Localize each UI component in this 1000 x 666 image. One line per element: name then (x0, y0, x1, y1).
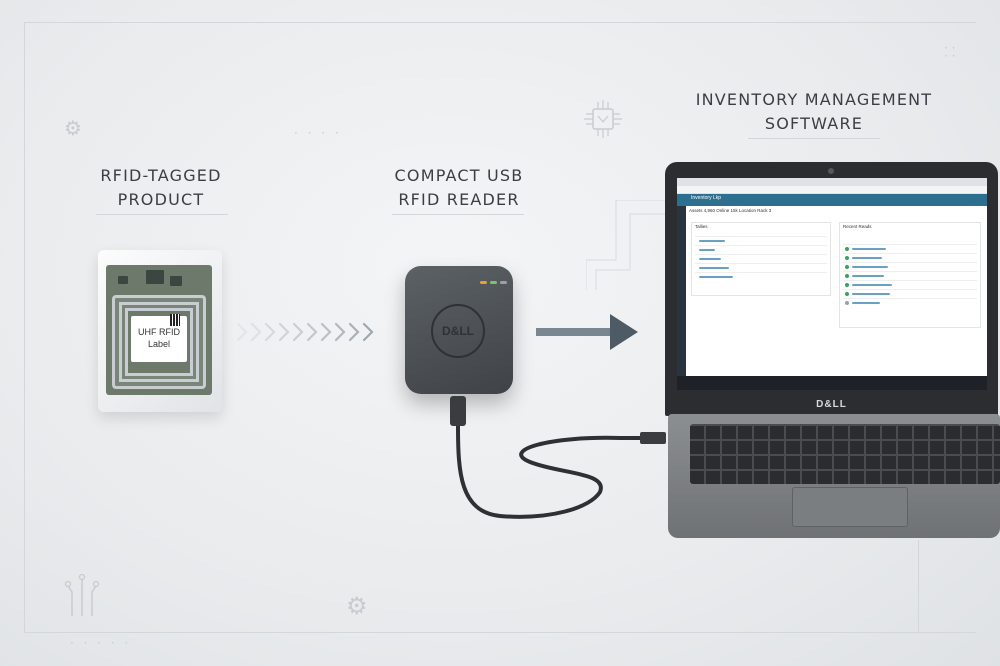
recent-reads-panel-title: Recent Reads (843, 224, 872, 229)
laptop-logo: D&LL (816, 399, 847, 410)
qr-code (170, 314, 180, 326)
status-dot (845, 256, 849, 260)
software-title: Inventory Lkp (691, 195, 722, 201)
reader-logo: D&LL (431, 304, 485, 358)
table-row (843, 298, 977, 299)
reader-led (500, 281, 507, 284)
table-row (699, 240, 725, 242)
frame-right-line (918, 540, 919, 632)
arrow-right-icon (536, 314, 638, 350)
chevron-arrows (236, 322, 374, 342)
table-row (852, 257, 882, 259)
status-dot (845, 292, 849, 296)
frame-bottom-line (24, 632, 976, 633)
gear-icon: ⚙ (346, 592, 368, 620)
gear-icon: ⚙ (64, 116, 82, 140)
status-dot (845, 274, 849, 278)
table-row (843, 244, 977, 245)
software-caption: INVENTORY MANAGEMENT SOFTWARE (680, 88, 948, 136)
software-sidebar (677, 206, 686, 376)
software-stats: Assets 4,960 Online 15k Location Rack 3 (689, 208, 772, 213)
table-row (852, 302, 880, 304)
table-row (699, 249, 715, 251)
tallies-panel-title: Tallies (695, 224, 708, 229)
table-row (699, 267, 729, 269)
table-row (843, 253, 977, 254)
software-caption-line1: INVENTORY MANAGEMENT (695, 90, 933, 109)
table-row (695, 272, 827, 273)
status-dot (845, 301, 849, 305)
table-row (852, 248, 886, 250)
table-row (695, 245, 827, 246)
pcb-chip (146, 270, 164, 284)
browser-address-bar (677, 186, 987, 194)
reader-led (480, 281, 487, 284)
reader-led (490, 281, 497, 284)
laptop-keyboard (690, 424, 1000, 484)
software-caption-line2: SOFTWARE (764, 114, 864, 133)
table-row (852, 275, 884, 277)
reader-caption: COMPACT USB RFID READER (384, 164, 534, 212)
laptop-trackpad (792, 487, 908, 527)
table-row (852, 284, 892, 286)
table-row (852, 266, 888, 268)
reader-caption-rule (392, 214, 524, 215)
browser-tab-bar (677, 178, 987, 186)
tag-label-line2: Label (147, 339, 171, 349)
status-dot (845, 247, 849, 251)
pcb-chip (118, 276, 128, 284)
dot-grid-icon: · · · · · (70, 636, 132, 650)
os-taskbar (677, 376, 987, 390)
reader-caption-line1: COMPACT USB (394, 166, 524, 185)
table-row (695, 254, 827, 255)
tag-label-line1: UHF RFID (138, 327, 180, 337)
status-dot (845, 265, 849, 269)
frame-top-line (24, 22, 976, 23)
reader-caption-line2: RFID READER (398, 190, 520, 209)
table-row (852, 293, 890, 295)
laptop-webcam (828, 168, 834, 174)
circuit-traces-icon (64, 573, 100, 616)
circuit-traces-icon (586, 200, 666, 290)
software-caption-rule (748, 138, 880, 139)
status-dot (845, 283, 849, 287)
product-caption: RFID-TAGGED PRODUCT (86, 164, 236, 212)
pcb-chip (170, 276, 182, 286)
frame-left-line (24, 22, 25, 632)
circuit-chip-icon (584, 100, 622, 138)
dot-grid-icon: · ·· · (944, 41, 956, 63)
table-row (699, 276, 733, 278)
dot-grid-icon: · · · · (294, 126, 342, 140)
table-row (695, 263, 827, 264)
table-row (695, 236, 827, 237)
table-row (843, 289, 977, 290)
table-row (843, 262, 977, 263)
product-caption-rule (96, 214, 228, 215)
usb-cable (450, 396, 666, 519)
table-row (699, 258, 721, 260)
table-row (843, 280, 977, 281)
table-row (843, 271, 977, 272)
product-caption-line1: RFID-TAGGED (100, 166, 222, 185)
software-header (677, 194, 987, 206)
rfid-antenna-coil (112, 295, 206, 389)
laptop-screen: Inventory Lkp Assets 4,960 Online 15k Lo… (677, 178, 987, 390)
product-caption-line2: PRODUCT (117, 190, 205, 209)
